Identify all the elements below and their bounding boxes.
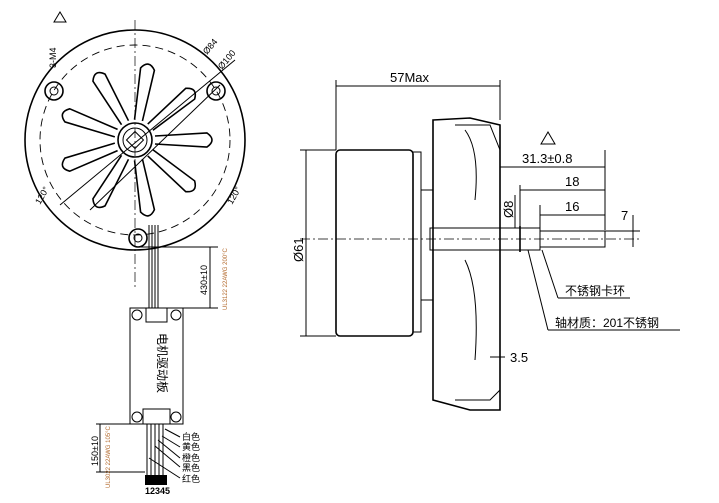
fan-blade: [147, 87, 197, 131]
side-view: 57Max Ø61 31.3±0.8 18 16 Ø8 7 3.5 不锈钢卡环 …: [291, 70, 680, 411]
fan-housing: [432, 117, 501, 411]
fan-blade: [61, 107, 118, 138]
mount-holes: [44, 81, 226, 248]
dia-100-label: Ø100: [216, 48, 238, 71]
mark-triangle-icon: [53, 11, 67, 23]
angle-right-label: 120°: [225, 185, 243, 206]
lead-spec-label: UL3122 22AWG 200°C: [223, 247, 229, 310]
dim-7-label: 7: [621, 208, 628, 223]
lead-length-label: 430±10: [199, 265, 209, 295]
wire-color-4: 黑色: [182, 462, 200, 473]
mark-triangle-icon: [540, 131, 556, 145]
shaft-dia-label: Ø8: [501, 201, 516, 218]
clip-label: 不锈钢卡环: [565, 284, 625, 298]
lead-wires: [148, 225, 159, 308]
out-spec-label: UL3022 22AWG 105°C: [106, 425, 112, 488]
fan-blade: [133, 158, 156, 217]
fan-blade: [154, 132, 213, 148]
wire-color-1: 白色: [182, 431, 200, 442]
wire-color-2: 黄色: [182, 441, 200, 452]
shaft-pos-label: 31.3±0.8: [522, 151, 573, 166]
dim-3-5-label: 3.5: [510, 350, 528, 365]
fan-blade: [92, 154, 130, 209]
pin-numbers: 12345: [145, 486, 170, 496]
output-wires: [145, 424, 181, 485]
fan-blades: [61, 63, 213, 217]
out-length-label: 150±10: [90, 436, 100, 466]
fan-blade: [147, 149, 197, 193]
dim-16-label: 16: [565, 199, 579, 214]
wire-color-5: 红色: [182, 473, 200, 484]
holes-label: 3-M4: [48, 47, 58, 68]
body-dia-label: Ø61: [291, 237, 306, 262]
fan-blade: [61, 142, 118, 173]
driver-board: 电机驱动板: [129, 307, 184, 425]
wire-color-3: 橙色: [182, 452, 200, 463]
shaft-material-label: 轴材质：201不锈钢: [555, 315, 659, 330]
front-view: 3-M4 Ø84 Ø100 120° 120° 430±10 UL3122 22…: [24, 11, 246, 496]
overall-length-label: 57Max: [390, 70, 430, 85]
fan-blade: [133, 63, 156, 122]
fan-blade: [92, 71, 130, 126]
driver-board-label: 电机驱动板: [155, 333, 169, 393]
dim-18-label: 18: [565, 174, 579, 189]
motor-body: [335, 149, 414, 337]
dia-84-label: Ø84: [201, 37, 220, 56]
